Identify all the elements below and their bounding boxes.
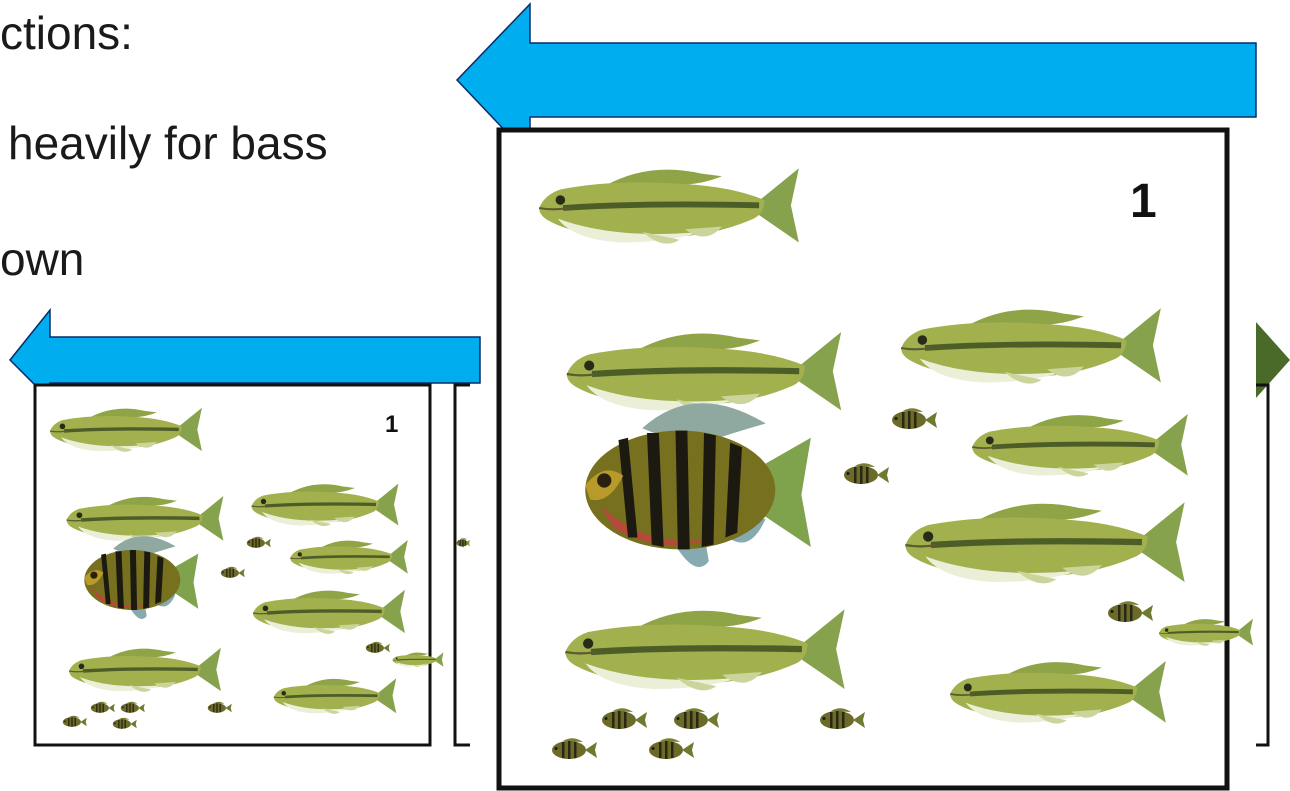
right-panel-edge — [1256, 383, 1270, 747]
green-right-arrow — [1256, 322, 1290, 398]
large-panel: 1 — [496, 127, 1254, 791]
text-line-2: heavily for bass — [8, 117, 328, 169]
text-line-1: ctions: — [0, 7, 133, 59]
small-panel: 1 — [33, 383, 444, 747]
small-left-arrow — [8, 307, 481, 402]
large-panel-number: 1 — [1130, 175, 1157, 228]
small-panel-number: 1 — [385, 411, 398, 438]
large-left-arrow — [455, 2, 1257, 159]
middle-panel — [453, 383, 470, 747]
text-line-3: own — [0, 233, 85, 285]
